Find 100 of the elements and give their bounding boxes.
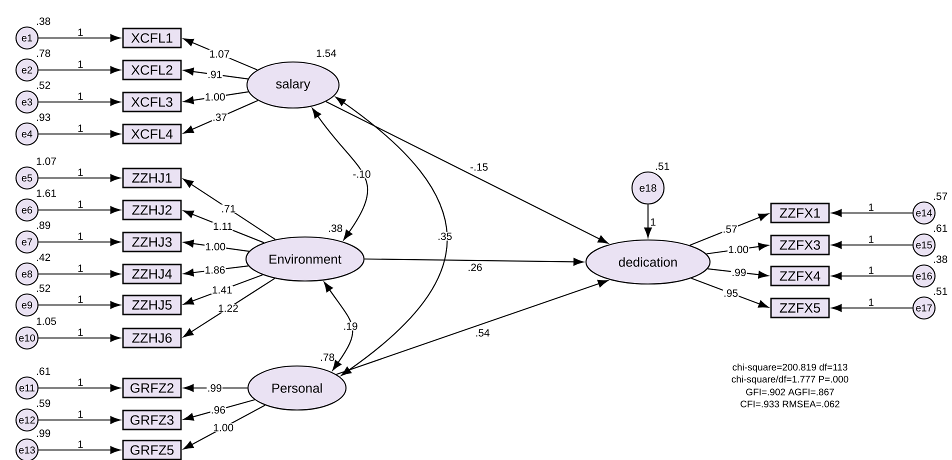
indicator-box: GRFZ3 <box>122 410 182 430</box>
path-arrow <box>364 258 584 266</box>
edge-label: 1 <box>868 235 875 244</box>
edge-label: .91 <box>206 70 223 79</box>
edge-label: .95 <box>722 288 739 298</box>
edge-label: .96 <box>210 406 226 414</box>
path-arrow <box>38 66 120 74</box>
variance-label: .52 <box>37 284 50 292</box>
edge-label: 1.86 <box>204 266 226 274</box>
path-arrow <box>38 206 120 214</box>
variance-label: .99 <box>37 430 50 437</box>
variance-label: .38 <box>934 256 948 263</box>
path-arrow <box>832 209 912 217</box>
edge-label: 1 <box>76 440 84 448</box>
indicator-box: XCFL2 <box>122 60 182 80</box>
path-arrow <box>38 174 120 182</box>
path-arrow <box>38 384 120 392</box>
indicator-box: ZZHJ2 <box>122 200 182 220</box>
path-arrow <box>38 416 120 424</box>
edge-label: 1 <box>76 328 84 336</box>
edge-label: .99 <box>206 384 222 392</box>
fit-statistics-text: CFI=.933 RMSEA=.062 <box>740 400 840 408</box>
covariance-arrow <box>324 282 354 370</box>
path-arrow <box>326 101 608 244</box>
path-arrow <box>184 68 248 80</box>
edge-label: 1.07 <box>208 50 230 58</box>
edge-label: 1 <box>76 124 84 132</box>
indicator-box: XCFL3 <box>122 92 182 112</box>
indicator-box: XCFL4 <box>122 124 182 144</box>
edge-label: 1.00 <box>204 242 226 251</box>
edge-label: .71 <box>220 204 236 213</box>
edge-label: 1 <box>76 200 84 208</box>
variance-label: .78 <box>37 50 50 57</box>
edge-label: 1.41 <box>211 286 233 294</box>
edge-label: .19 <box>342 322 358 330</box>
path-arrow <box>184 91 249 104</box>
path-arrow <box>38 130 120 138</box>
variance-label: .38 <box>37 18 50 25</box>
indicator-box: ZZHJ1 <box>122 168 182 188</box>
path-arrow <box>832 272 912 280</box>
path-arrow <box>38 446 120 454</box>
indicator-box: ZZHJ4 <box>122 264 182 284</box>
edge-label: 1 <box>76 28 84 36</box>
variance-label: .89 <box>37 222 50 229</box>
path-arrow <box>183 38 258 70</box>
variance-label: .78 <box>321 354 334 361</box>
path-arrow <box>336 280 608 375</box>
edge-label: 1 <box>650 218 657 226</box>
variance-label: .51 <box>656 162 670 170</box>
variance-label: .52 <box>37 82 50 89</box>
variance-label: 1.54 <box>316 50 336 57</box>
edge-label: 1 <box>868 266 875 274</box>
edge-label: 1 <box>76 92 84 100</box>
edge-label: -.15 <box>469 162 489 172</box>
fit-statistics-text: GFI=.902 AGFI=.867 <box>746 388 834 396</box>
edge-label: .26 <box>467 263 483 272</box>
fit-statistics-text: chi-square=200.819 df=113 <box>732 364 848 372</box>
edge-label: 1.22 <box>217 304 240 312</box>
path-arrow <box>708 268 768 279</box>
variance-label: 1.07 <box>36 158 56 165</box>
path-arrow <box>183 178 276 240</box>
variance-label: .51 <box>934 288 948 295</box>
edge-label: 1 <box>76 264 84 272</box>
edge-label: -.10 <box>352 170 372 178</box>
path-arrow <box>644 204 652 238</box>
edge-label: .35 <box>436 232 453 241</box>
path-arrow <box>38 34 120 42</box>
variance-label: .59 <box>37 400 50 407</box>
indicator-box: ZZHJ5 <box>122 294 182 316</box>
indicator-box: ZZFX4 <box>770 266 830 286</box>
path-arrow <box>706 242 768 254</box>
edge-label: .57 <box>722 224 738 234</box>
path-arrow <box>184 384 248 392</box>
edge-label: 1 <box>76 410 84 418</box>
variance-label: .57 <box>934 192 948 200</box>
path-arrow <box>38 98 120 106</box>
edge-label: 1 <box>76 168 84 176</box>
variance-label: .61 <box>37 368 50 375</box>
path-arrow <box>183 404 266 450</box>
path-arrow <box>832 304 912 312</box>
path-arrow <box>183 399 255 421</box>
path-arrow <box>38 334 120 342</box>
variance-label: .61 <box>934 224 948 232</box>
path-arrow <box>184 265 248 276</box>
edge-label: 1 <box>76 378 84 386</box>
variance-label: 1.05 <box>36 318 56 325</box>
path-arrow <box>690 213 769 246</box>
fit-statistics-text: chi-square/df=1.777 P=.000 <box>732 376 848 384</box>
indicator-box: ZZFX5 <box>770 298 830 318</box>
edge-label: 1.00 <box>212 423 234 432</box>
indicator-box: ZZHJ3 <box>122 232 182 252</box>
covariance-arrow <box>312 108 368 240</box>
path-arrow <box>184 240 250 252</box>
indicator-box: GRFZ5 <box>122 440 182 460</box>
indicator-box: ZZHJ6 <box>122 328 182 348</box>
edge-label: 1 <box>76 232 84 240</box>
edge-label: 1 <box>868 298 875 306</box>
variance-label: 1.61 <box>36 190 56 197</box>
indicator-box: ZZFX3 <box>770 234 830 256</box>
path-arrow <box>183 274 263 305</box>
